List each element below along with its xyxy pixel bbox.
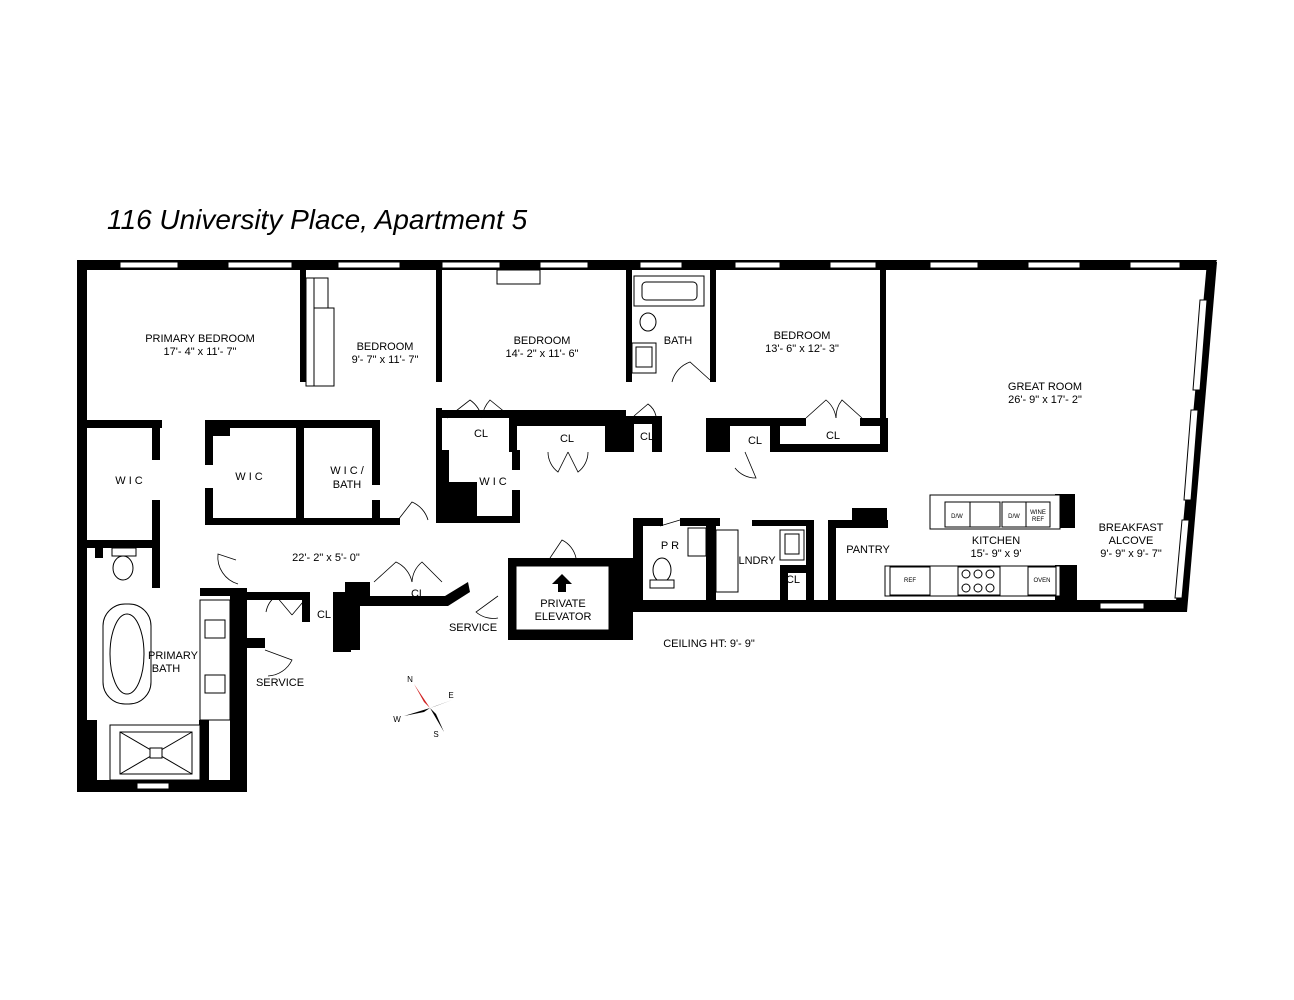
wic-bath-label-1: W I C /	[330, 465, 365, 477]
closet-label: CL	[786, 574, 800, 586]
door-swings	[217, 361, 863, 677]
private-elevator-label-2: ELEVATOR	[535, 611, 592, 623]
great-room-dims: 26'- 9" x 17'- 2"	[1008, 394, 1082, 406]
bedroom-4-label: BEDROOM	[774, 330, 831, 342]
closet-label: CL	[826, 430, 840, 442]
wic-3-label: W I C	[479, 476, 507, 488]
closet-label: CL	[317, 609, 331, 621]
wine-ref-label-1: WINE	[1030, 510, 1046, 516]
compass-e-label: E	[448, 691, 453, 700]
hall-dims: 22'- 2" x 5'- 0"	[292, 552, 360, 564]
dishwasher-label: D/W	[951, 514, 963, 520]
compass-needle-west	[404, 708, 430, 716]
compass-needle-east	[430, 700, 452, 708]
compass-needle-south	[430, 708, 444, 732]
room-labels: PRIMARY BEDROOM 17'- 4" x 11'- 7" BEDROO…	[115, 330, 1163, 689]
service-label: SERVICE	[449, 622, 497, 634]
kitchen-label: KITCHEN	[972, 535, 1020, 547]
bedroom-2-label: BEDROOM	[357, 341, 414, 353]
wine-ref-label-2: REF	[1032, 517, 1044, 523]
closet-label: CL	[560, 433, 574, 445]
compass-rose: N E S W	[393, 675, 453, 739]
compass-w-label: W	[393, 715, 401, 724]
closet-label: CL	[640, 431, 654, 443]
breakfast-alcove-label-1: BREAKFAST	[1099, 522, 1164, 534]
ceiling-height-label: CEILING HT: 9'- 9"	[663, 638, 755, 650]
private-elevator-label-1: PRIVATE	[540, 598, 585, 610]
wic-2-label: W I C	[235, 471, 263, 483]
bedroom-3-dims: 14'- 2" x 11'- 6"	[506, 348, 579, 360]
closet-label: CL	[474, 428, 488, 440]
refrigerator-label: REF	[904, 578, 916, 584]
primary-bath-label-1: PRIMARY	[148, 650, 199, 662]
compass-needle-north	[414, 684, 430, 708]
breakfast-alcove-dims: 9'- 9" x 9'- 7"	[1100, 548, 1162, 560]
kitchen-dims: 15'- 9" x 9'	[971, 548, 1022, 560]
primary-bedroom-dims: 17'- 4" x 11'- 7"	[164, 346, 237, 358]
plan-title: 116 University Place, Apartment 5	[107, 204, 528, 235]
bedroom-4-dims: 13'- 6" x 12'- 3"	[765, 343, 839, 355]
bedroom-2-dims: 9'- 7" x 11'- 7"	[352, 354, 419, 366]
dishwasher-label: D/W	[1008, 514, 1020, 520]
powder-room-label: P R	[661, 540, 679, 552]
closet-label: CL	[411, 588, 425, 600]
exterior-walls	[77, 260, 1217, 792]
laundry-label: LNDRY	[738, 555, 776, 567]
service-label: SERVICE	[256, 677, 304, 689]
primary-bath-label-2: BATH	[152, 663, 181, 675]
breakfast-alcove-label-2: ALCOVE	[1109, 535, 1154, 547]
pantry-label: PANTRY	[846, 544, 890, 556]
bath-label: BATH	[664, 335, 693, 347]
bedroom-3-label: BEDROOM	[514, 335, 571, 347]
fixtures	[102, 269, 1061, 781]
wic-bath-label-2: BATH	[333, 479, 362, 491]
closet-label: CL	[748, 435, 762, 447]
interior-walls	[87, 270, 1077, 782]
compass-s-label: S	[433, 730, 438, 739]
great-room-label: GREAT ROOM	[1008, 381, 1082, 393]
compass-n-label: N	[407, 675, 413, 684]
wic-1-label: W I C	[115, 475, 143, 487]
primary-bedroom-label: PRIMARY BEDROOM	[145, 333, 255, 345]
arrow-up-icon	[552, 574, 572, 592]
oven-label: OVEN	[1033, 578, 1050, 584]
